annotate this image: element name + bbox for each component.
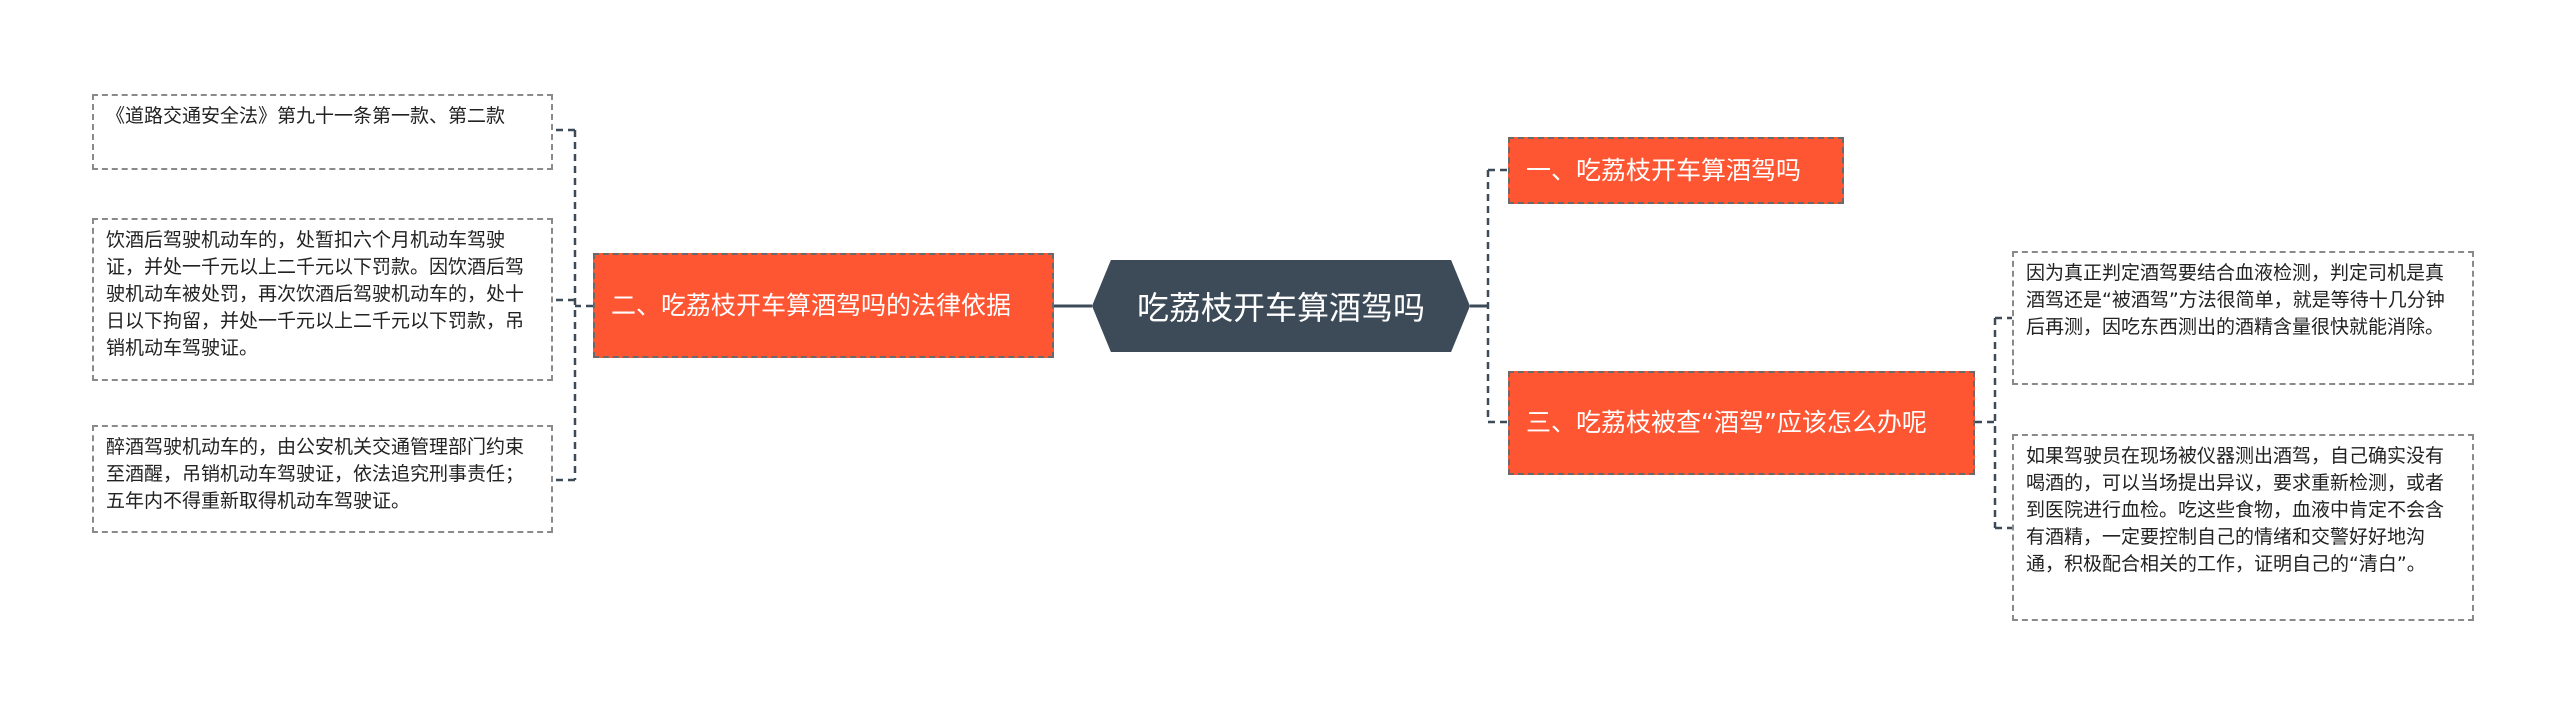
branch-topic-2[interactable]: 二、吃荔枝开车算酒驾吗的法律依据 — [593, 253, 1054, 358]
branch-topic-3-label: 三、吃荔枝被查“酒驾”应该怎么办呢 — [1526, 408, 1927, 437]
leaf-topic-1-text: 《道路交通安全法》第九十一条第一款、第二款 — [106, 105, 506, 127]
leaf-topic-4-text: 因为真正判定酒驾要结合血液检测，判定司机是真酒驾还是“被酒驾”方法很简单，就是等… — [2026, 262, 2445, 338]
leaf-topic-5[interactable]: 如果驾驶员在现场被仪器测出酒驾，自己确实没有喝酒的，可以当场提出异议，要求重新检… — [2012, 434, 2474, 621]
leaf-topic-3[interactable]: 醉酒驾驶机动车的，由公安机关交通管理部门约束至酒醒，吊销机动车驾驶证，依法追究刑… — [92, 425, 553, 533]
branch-topic-1[interactable]: 一、吃荔枝开车算酒驾吗 — [1508, 137, 1844, 204]
leaf-topic-5-text: 如果驾驶员在现场被仪器测出酒驾，自己确实没有喝酒的，可以当场提出异议，要求重新检… — [2026, 445, 2445, 575]
leaf-topic-2[interactable]: 饮酒后驾驶机动车的，处暂扣六个月机动车驾驶证，并处一千元以上二千元以下罚款。因饮… — [92, 218, 553, 381]
branch-topic-3[interactable]: 三、吃荔枝被查“酒驾”应该怎么办呢 — [1508, 371, 1975, 475]
branch-topic-2-label: 二、吃荔枝开车算酒驾吗的法律依据 — [611, 290, 1012, 320]
root-topic-label: 吃荔枝开车算酒驾吗 — [1136, 289, 1425, 327]
leaf-topic-3-text: 醉酒驾驶机动车的，由公安机关交通管理部门约束至酒醒，吊销机动车驾驶证，依法追究刑… — [106, 436, 525, 512]
leaf-topic-4[interactable]: 因为真正判定酒驾要结合血液检测，判定司机是真酒驾还是“被酒驾”方法很简单，就是等… — [2012, 251, 2474, 385]
leaf-topic-2-text: 饮酒后驾驶机动车的，处暂扣六个月机动车驾驶证，并处一千元以上二千元以下罚款。因饮… — [106, 229, 525, 359]
root-topic[interactable]: 吃荔枝开车算酒驾吗 — [1092, 260, 1470, 352]
branch-topic-1-label: 一、吃荔枝开车算酒驾吗 — [1526, 155, 1802, 185]
leaf-topic-1[interactable]: 《道路交通安全法》第九十一条第一款、第二款 — [92, 94, 553, 170]
